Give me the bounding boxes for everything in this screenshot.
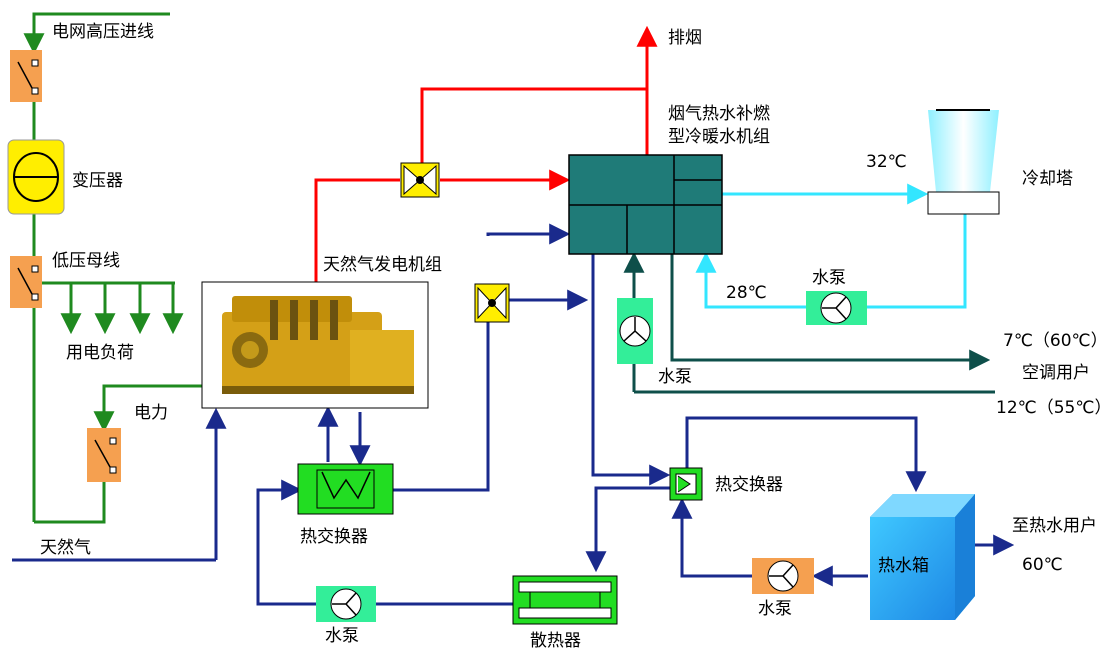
label-pump-left: 水泵	[325, 626, 359, 646]
label-radiator: 散热器	[530, 631, 581, 651]
transformer	[8, 140, 64, 214]
radiator	[513, 576, 617, 624]
label-heat-exchanger-right: 热交换器	[715, 475, 783, 495]
label-to-hot-water-users: 至热水用户	[1012, 516, 1097, 536]
label-exhaust: 排烟	[668, 28, 702, 48]
pump-tank	[752, 558, 814, 594]
heat-exchanger-right	[670, 468, 702, 500]
label-pump-tower: 水泵	[812, 268, 846, 288]
label-genset: 天然气发电机组	[323, 255, 442, 275]
cooling-tower	[928, 110, 999, 214]
label-temp-28: 28℃	[726, 283, 767, 303]
label-chiller-line1: 烟气热水补燃	[668, 104, 770, 124]
label-supply-temp: 7℃（60℃）	[1003, 331, 1108, 351]
label-return-temp: 12℃（55℃）	[996, 398, 1111, 418]
label-power: 电力	[134, 403, 168, 423]
label-natural-gas: 天然气	[40, 538, 91, 558]
heat-exchanger-left	[298, 464, 393, 514]
absorption-chiller	[569, 155, 722, 254]
genset-switch-to-bus	[34, 482, 104, 522]
label-heat-exchanger-left: 热交换器	[300, 527, 368, 547]
exhaust-valve	[401, 163, 439, 197]
pump-ac	[617, 298, 653, 364]
label-pump-ac: 水泵	[658, 367, 692, 387]
pump-left	[316, 586, 376, 622]
label-hot-water-temp: 60℃	[1022, 555, 1063, 575]
label-cooling-tower: 冷却塔	[1022, 169, 1073, 189]
label-lv-busbar: 低压母线	[52, 251, 120, 271]
label-hot-water-tank: 热水箱	[878, 556, 929, 576]
label-ac-users: 空调用户	[1022, 363, 1090, 383]
label-electric-load: 用电负荷	[66, 343, 134, 363]
label-transformer: 变压器	[72, 171, 123, 191]
genset	[202, 282, 428, 408]
water-valve	[475, 284, 509, 322]
pump-tower	[806, 291, 867, 325]
grid-switch	[10, 50, 42, 102]
genset-switch	[87, 428, 121, 482]
label-temp-32: 32℃	[866, 152, 907, 172]
label-pump-tank: 水泵	[758, 599, 792, 619]
lv-busbar-switch	[10, 256, 42, 308]
label-grid-incoming: 电网高压进线	[52, 22, 154, 42]
label-chiller-line2: 型冷暖水机组	[668, 127, 770, 147]
bypass-exhaust	[422, 89, 647, 163]
